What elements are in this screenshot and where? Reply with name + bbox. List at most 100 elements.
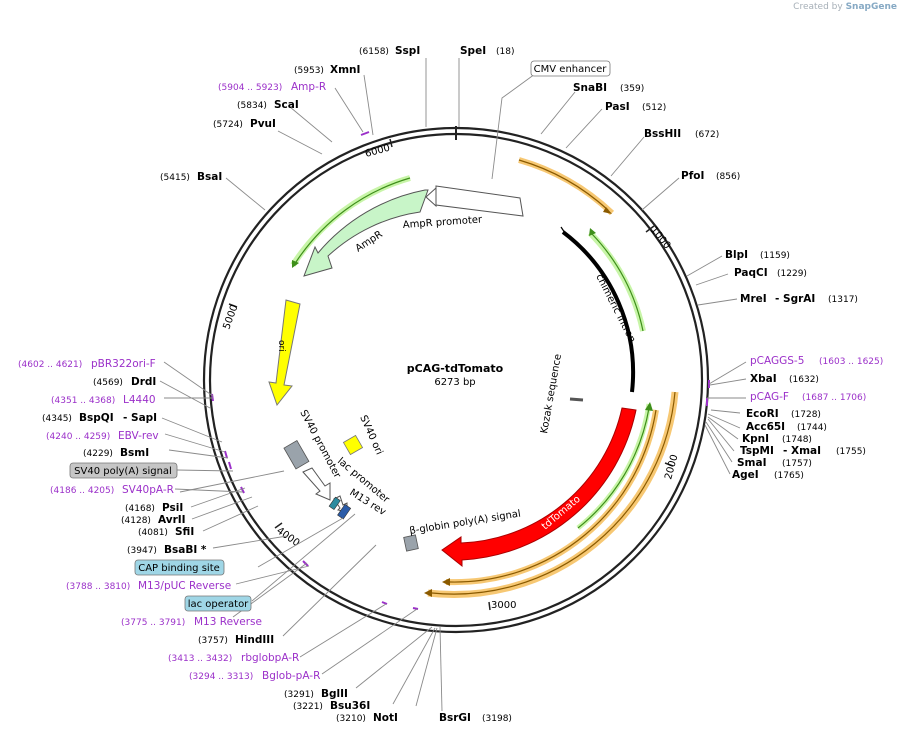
- ampr-promoter-arrow: [425, 186, 437, 208]
- feature-label-ori: ori: [276, 340, 286, 352]
- feature-label-kozak: Kozak sequence: [539, 353, 564, 434]
- tick-6000: 6000: [364, 138, 393, 160]
- orf-long-outer-core: [431, 391, 676, 595]
- tdtomato-arrow: [441, 407, 637, 568]
- enzyme-pos-bsu36i: (3221): [293, 702, 323, 712]
- tick-5000: 5000: [221, 303, 241, 331]
- orf-top-right-core: [518, 159, 609, 211]
- enzyme-name-tspmi: TspMI: [740, 445, 774, 457]
- enzyme-pos-bsrgi: (3198): [482, 714, 512, 724]
- enzyme-pos-bsshii: (672): [695, 130, 719, 140]
- orf-top-right-head: [603, 207, 612, 214]
- ampr-arrow: [303, 189, 429, 277]
- enzyme-name-xmai: - XmaI: [783, 445, 821, 457]
- tick-label-3000: 3000: [491, 600, 516, 611]
- primer-range-m13-reverse: (3775 .. 3791): [121, 618, 185, 628]
- boxed-label-cap-binding: CAP binding site: [138, 563, 220, 574]
- cmv-enhancer-label-box: [530, 60, 611, 77]
- enzyme-pos-smai: (1757): [782, 459, 812, 469]
- tick-label-6000: 6000: [364, 143, 391, 160]
- feature-label-cmv-enhancer: CMV enhancer: [534, 64, 608, 75]
- primer-range-sv40pa-r: (4186 .. 4205): [50, 486, 114, 496]
- sv40-promoter-arrow: [302, 467, 331, 501]
- enzyme-name-pfoi: PfoI: [681, 170, 704, 182]
- primer-name-ebv-rev: EBV-rev: [118, 430, 159, 442]
- enzyme-pos-psii: (4168): [125, 504, 155, 514]
- orf-green-lower-head: [645, 402, 653, 411]
- primer-range-l4440: (4351 .. 4368): [51, 396, 115, 406]
- tick-2000: 2000: [663, 453, 680, 480]
- enzyme-name-drdi: DrdI: [131, 376, 156, 388]
- primer-name-l4440: L4440: [123, 394, 156, 406]
- orf-long-mid-core: [449, 409, 657, 583]
- orf-long-mid-head: [442, 578, 450, 586]
- enzyme-pos-acc65i: (1744): [797, 423, 827, 433]
- cap-binding-label-box: [134, 559, 225, 576]
- enzyme-name-bspqi: BspQI: [79, 412, 114, 424]
- enzyme-name-sfii: SfiI: [175, 526, 194, 538]
- enzyme-name-bsrgi: BsrGI: [439, 712, 471, 724]
- enzyme-name-agei: AgeI: [732, 469, 759, 481]
- enzyme-name-xbai: XbaI: [750, 373, 777, 385]
- primer-name-sv40pa-r: SV40pA-R: [122, 484, 174, 496]
- beta-globin-polya-box: [403, 534, 419, 552]
- enzyme-name-bsmi: BsmI: [120, 447, 149, 459]
- primer-name-m13-puc-reverse: M13/pUC Reverse: [138, 580, 231, 592]
- orf-green-lower-core: [577, 407, 650, 529]
- enzyme-name-xmni: XmnI: [330, 64, 360, 76]
- enzyme-name-bsabi: BsaBI *: [164, 544, 207, 556]
- enzyme-name-spei: SpeI: [460, 45, 486, 57]
- ori-arrow: [268, 299, 301, 407]
- enzyme-pos-xbai: (1632): [789, 375, 819, 385]
- snapgene-logo: SnapGene: [845, 2, 897, 12]
- enzyme-name-pvui: PvuI: [250, 118, 276, 130]
- tick-label-5000: 5000: [221, 303, 240, 331]
- enzyme-name-noti: NotI: [373, 712, 398, 724]
- enzyme-pos-hindiii: (3757): [198, 636, 228, 646]
- boxed-label-sv40-polya: SV40 poly(A) signal: [74, 466, 172, 477]
- primer-range-bglob-pa-r: (3294 .. 3313): [189, 672, 253, 682]
- enzyme-pos-tspmi: (1755): [836, 447, 866, 457]
- enzyme-pos-pasi: (512): [642, 103, 666, 113]
- enzyme-name-snabi: SnaBI: [573, 82, 607, 94]
- primer-range-amp-r: (5904 .. 5923): [218, 83, 282, 93]
- primer-range-pcag-f: (1687 .. 1706): [802, 393, 866, 403]
- enzyme-name-scai: ScaI: [274, 99, 299, 111]
- enzyme-name-acc65i: Acc65I: [746, 421, 785, 433]
- feature-label-sv40-promoter: SV40 promoter: [297, 408, 343, 481]
- lac-operator-box: [328, 496, 341, 511]
- primer-range-m13-puc-reverse: (3788 .. 3810): [66, 582, 130, 592]
- chimeric-intron: [561, 230, 636, 393]
- feature-label-ampr-promoter: AmpR promoter: [402, 214, 483, 231]
- enzyme-pos-bsabi: (3947): [127, 546, 157, 556]
- enzyme-pos-sspi: (6158): [359, 47, 389, 57]
- orf-long-outer-head: [424, 589, 432, 597]
- enzyme-pos-bspqi: (4345): [42, 414, 72, 424]
- enzyme-pos-bglii: (3291): [284, 690, 314, 700]
- enzyme-name-kpni: KpnI: [742, 433, 769, 445]
- primer-name-pcaggs-5: pCAGGS-5: [750, 355, 804, 367]
- enzyme-pos-paqci: (1229): [777, 269, 807, 279]
- feature-label-beta-globin: β-globin poly(A) signal: [409, 509, 522, 537]
- primer-range-pbr322ori-f: (4602 .. 4621): [18, 360, 82, 370]
- feature-label-sv40-ori: SV40 ori: [357, 414, 384, 457]
- orf-green-left-head: [292, 260, 299, 268]
- enzyme-pos-noti: (3210): [336, 714, 366, 724]
- label-connectors: [159, 58, 747, 712]
- primer-name-m13-reverse: M13 Reverse: [194, 616, 262, 628]
- enzyme-pos-ecori: (1728): [791, 410, 821, 420]
- orf-green-left-core: [295, 177, 411, 263]
- primer-marks: [211, 131, 710, 610]
- enzyme-name-pasi: PasI: [605, 101, 630, 113]
- plasmid-name: pCAG-tdTomato: [407, 362, 504, 375]
- enzyme-name-sgrai: - SgrAI: [775, 293, 815, 305]
- primer-name-bglob-pa-r: Bglob-pA-R: [262, 670, 320, 682]
- enzyme-name-smai: SmaI: [737, 457, 767, 469]
- boxed-label-lac-operator: lac operator: [188, 599, 249, 610]
- credit-prefix: Created by: [793, 2, 843, 12]
- snapgene-credit: Created by SnapGene: [793, 2, 897, 12]
- orf-green-right-core: [591, 233, 644, 332]
- enzyme-pos-drdi: (4569): [93, 378, 123, 388]
- primer-name-rbglobpa-r: rbglobpA-R: [241, 652, 299, 664]
- enzyme-pos-blpi: (1159): [760, 251, 790, 261]
